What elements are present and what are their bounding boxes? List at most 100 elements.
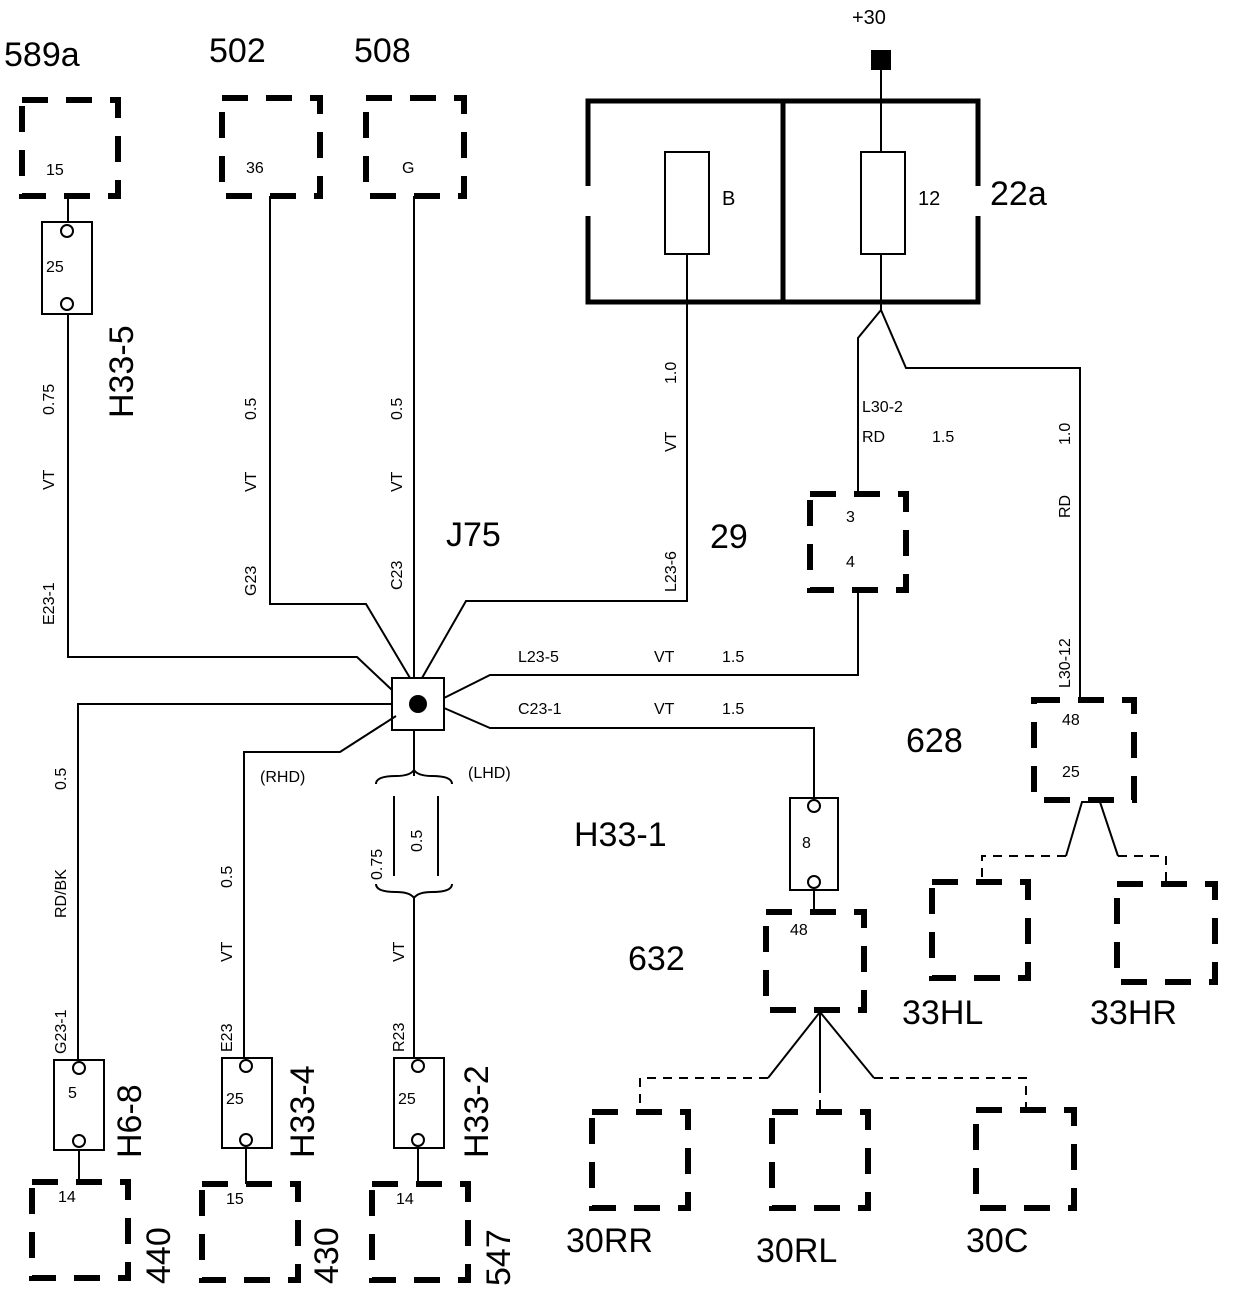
wire-r23-color: VT <box>391 941 408 962</box>
wire-l23-5-color: VT <box>654 649 675 666</box>
wire-l23-6 <box>421 302 688 679</box>
supply-plus30-label: +30 <box>852 7 886 29</box>
connector-547-label: 547 <box>480 1229 518 1286</box>
wire-c23-1-color: VT <box>654 701 675 718</box>
connector-h33-4-pin-bottom <box>239 1133 253 1147</box>
connector-h33-4 <box>221 1057 273 1149</box>
connector-h33-4-pin-label: 25 <box>226 1091 244 1108</box>
wire-l23-6-id: L23-6 <box>663 551 680 592</box>
connector-547-pin: 14 <box>396 1191 414 1208</box>
wire-e23-id: E23 <box>219 1023 236 1052</box>
wire-l30-2-id: L30-2 <box>862 399 903 416</box>
connector-589a-pin: 15 <box>46 162 64 179</box>
connector-30rl-label: 30RL <box>756 1232 837 1270</box>
connector-508 <box>363 95 467 199</box>
wire-g23-color: VT <box>243 471 260 492</box>
connector-h33-1-pin-top <box>807 799 821 813</box>
connector-h33-1-pin-bottom <box>807 875 821 889</box>
wire-e23-color: VT <box>219 941 236 962</box>
connector-h33-2-pin-label: 25 <box>398 1091 416 1108</box>
wire-r23-gauge-alt: 0.75 <box>369 849 386 880</box>
circuit-29-label: 29 <box>710 518 748 556</box>
connector-30rr <box>589 1109 691 1211</box>
wire-l30-12-color: RD <box>1057 495 1074 518</box>
connector-h6-8-label: H6-8 <box>111 1084 149 1158</box>
connector-h6-8-pin-bottom <box>72 1134 86 1148</box>
wire-e23-gauge: 0.5 <box>219 866 236 888</box>
fuse-b <box>664 151 710 255</box>
wire-l30-12-gauge: 1.0 <box>1057 423 1074 445</box>
wire-e23-1-gauge: 0.75 <box>41 384 58 415</box>
wire-632-to-30rr <box>639 1077 768 1112</box>
connector-h33-5-pin-top <box>60 224 74 238</box>
splice-j75-label: J75 <box>446 516 501 554</box>
connector-508-pin: G <box>402 160 414 177</box>
wire-g23-1 <box>77 703 392 1060</box>
connector-508-label: 508 <box>354 32 411 70</box>
connector-33hl-label: 33HL <box>902 994 983 1032</box>
connector-h33-2-pin-bottom <box>411 1133 425 1147</box>
connector-h33-5-label: H33-5 <box>103 325 141 418</box>
wire-l23-5 <box>443 590 859 699</box>
wire-l30-12-id: L30-12 <box>1057 638 1074 688</box>
wire-g23-1-color: RD/BK <box>53 869 70 918</box>
splice-j75-node <box>409 695 427 713</box>
wire-l23-5-gauge: 1.5 <box>722 649 744 666</box>
connector-h33-5-pin-bottom <box>60 297 74 311</box>
connector-h33-1-pin-label: 8 <box>802 835 811 852</box>
wire-fuse-12-split <box>857 308 1081 700</box>
connector-440-pin: 14 <box>58 1189 76 1206</box>
connector-3-4 <box>807 491 909 593</box>
wire-l23-5-id: L23-5 <box>518 649 559 666</box>
wire-e23-variant: (RHD) <box>260 769 305 786</box>
wire-e23-1-id: E23-1 <box>41 582 58 625</box>
connector-628-pin-48: 48 <box>1062 712 1080 729</box>
wire-c23-1-gauge: 1.5 <box>722 701 744 718</box>
wire-l23-6-color: VT <box>663 431 680 452</box>
connector-502-pin: 36 <box>246 160 264 177</box>
wire-g23-id: G23 <box>243 566 260 596</box>
connector-632 <box>763 909 867 1013</box>
wire-g23-gauge: 0.5 <box>243 398 260 420</box>
wire-e23-1 <box>67 314 393 691</box>
wire-r23-variant: (LHD) <box>468 765 511 782</box>
wire-c23-color: VT <box>389 471 406 492</box>
connector-632-pin: 48 <box>790 922 808 939</box>
wire-e23-1-color: VT <box>41 469 58 490</box>
connector-30rr-label: 30RR <box>566 1222 653 1260</box>
wire-c23-1 <box>443 707 815 798</box>
wire-r23-bracket-bottom <box>375 883 453 900</box>
connector-h33-2-label: H33-2 <box>458 1065 496 1158</box>
connector-h6-8-pin-label: 5 <box>68 1085 77 1102</box>
connector-h33-1-label: H33-1 <box>574 816 667 854</box>
wire-c23-id: C23 <box>389 561 406 590</box>
wire-r23-bracket-top <box>375 768 453 785</box>
connector-589a-label: 589a <box>4 36 80 74</box>
connector-430 <box>199 1181 301 1283</box>
supply-plus30-terminal <box>871 50 891 70</box>
connector-3-4-pin-4: 4 <box>846 554 855 571</box>
connector-33hl <box>929 879 1031 981</box>
connector-h6-8-pin-top <box>72 1061 86 1075</box>
connector-33hr-label: 33HR <box>1090 994 1177 1032</box>
wire-628-to-33hr <box>1118 855 1167 884</box>
wire-c23-gauge: 0.5 <box>389 398 406 420</box>
connector-589a <box>19 97 121 199</box>
fuse-12 <box>860 151 906 255</box>
connector-502-label: 502 <box>209 32 266 70</box>
wire-l30-2-gauge: 1.5 <box>932 429 954 446</box>
wire-l30-2-color: RD <box>862 429 885 446</box>
connector-30c-label: 30C <box>966 1222 1028 1260</box>
connector-3-4-pin-3: 3 <box>846 509 855 526</box>
connector-h33-4-label: H33-4 <box>284 1065 322 1158</box>
wire-628-branch <box>1065 801 1119 857</box>
fusebox-22a-label: 22a <box>990 175 1047 213</box>
fuse-b-label: B <box>722 188 735 210</box>
wire-r23-gauge: 0.5 <box>409 830 426 852</box>
connector-547 <box>369 1181 471 1283</box>
connector-h33-5-pin-label: 25 <box>46 259 64 276</box>
wire-c23-1-id: C23-1 <box>518 701 562 718</box>
wire-r23-id: R23 <box>391 1023 408 1052</box>
fuse-12-label: 12 <box>918 188 940 210</box>
